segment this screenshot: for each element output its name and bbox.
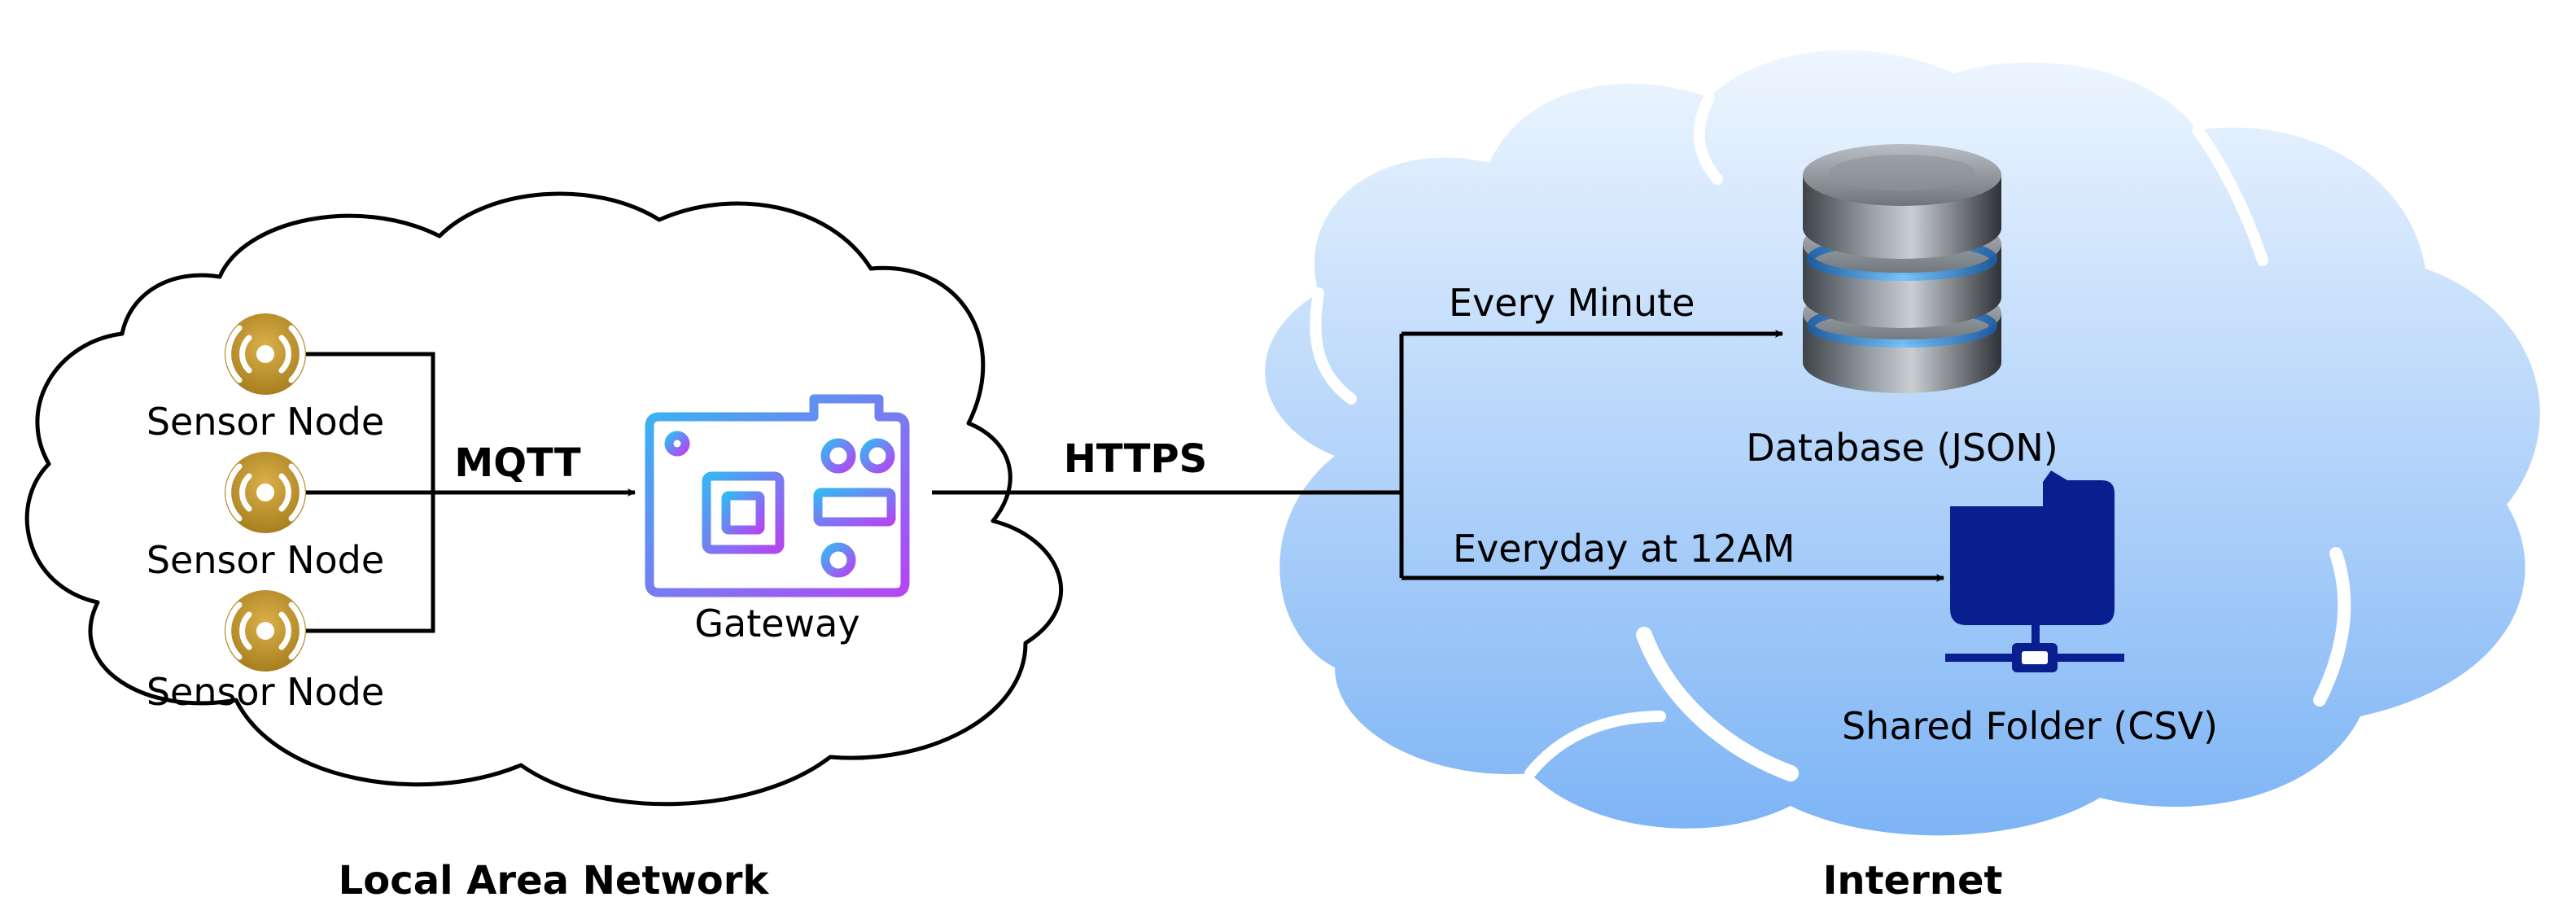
- sensor-node-label: Sensor Node: [147, 538, 384, 582]
- sensor-node-3: Sensor Node: [147, 590, 384, 714]
- gateway: Gateway: [645, 394, 910, 645]
- lan-caption: Local Area Network: [339, 858, 770, 904]
- database: Database (JSON): [1746, 144, 2058, 470]
- sensor-node-label: Sensor Node: [147, 400, 384, 444]
- sensor-node-1: Sensor Node: [147, 313, 384, 444]
- https-label: HTTPS: [1064, 436, 1208, 482]
- sensor-node-icon: [225, 452, 306, 533]
- mqtt-label: MQTT: [454, 440, 580, 486]
- gateway-board-icon: [645, 394, 910, 597]
- every-minute-label: Every Minute: [1449, 281, 1695, 325]
- sensor-node-2: Sensor Node: [147, 452, 384, 582]
- database-icon: [1803, 144, 2001, 393]
- shared-folder-label: Shared Folder (CSV): [1842, 704, 2218, 748]
- network-folder-icon: [1945, 470, 2124, 672]
- connectors: [306, 330, 1944, 633]
- everyday-label: Everyday at 12AM: [1453, 527, 1795, 571]
- gateway-label: Gateway: [694, 602, 859, 645]
- sensor-node-label: Sensor Node: [147, 670, 384, 714]
- sensor-node-icon: [225, 590, 306, 672]
- internet-caption: Internet: [1823, 858, 2003, 904]
- internet-cloud: [1265, 50, 2540, 836]
- shared-folder: Shared Folder (CSV): [1842, 470, 2218, 748]
- sensor-node-icon: [225, 313, 306, 395]
- database-label: Database (JSON): [1746, 426, 2058, 470]
